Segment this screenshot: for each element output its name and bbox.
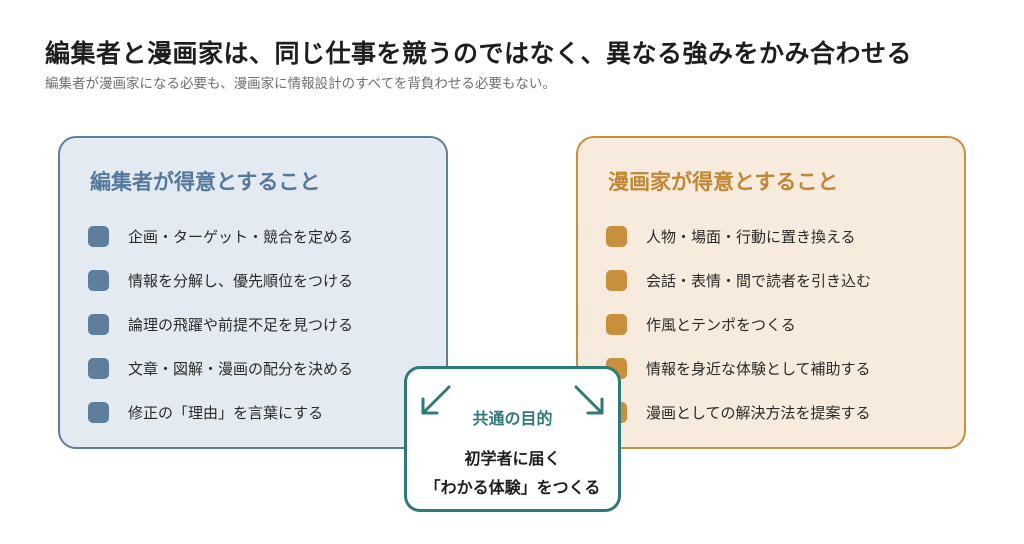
arrow-down-left-icon: [421, 385, 451, 415]
list-item-text: 人物・場面・行動に置き換える: [646, 227, 856, 246]
bullet-square-icon: [88, 225, 109, 247]
page-title: 編集者と漫画家は、同じ仕事を競うのではなく、異なる強みをかみ合わせる: [45, 39, 913, 68]
list-item: 情報を身近な体験として補助する: [606, 346, 871, 390]
bullet-square-icon: [606, 313, 627, 335]
list-item: 人物・場面・行動に置き換える: [606, 214, 871, 258]
list-item-text: 論理の飛躍や前提不足を見つける: [128, 315, 354, 334]
list-item-text: 企画・ターゲット・競合を定める: [128, 227, 354, 246]
common-goal-box: 共通の目的 初学者に届く 「わかる体験」をつくる: [404, 366, 621, 512]
list-item-text: 情報を身近な体験として補助する: [646, 359, 871, 378]
list-item-text: 修正の「理由」を言葉にする: [128, 403, 324, 422]
common-goal-line-2: 「わかる体験」をつくる: [424, 478, 601, 497]
bullet-square-icon: [88, 401, 109, 423]
bullet-square-icon: [606, 225, 627, 247]
list-item: 作風とテンポをつくる: [606, 302, 871, 346]
list-item: 修正の「理由」を言葉にする: [88, 390, 353, 434]
list-item-text: 会話・表情・間で読者を引き込む: [646, 271, 872, 290]
editor-strengths-panel: 編集者が得意とすること 企画・ターゲット・競合を定める 情報を分解し、優先順位を…: [58, 136, 448, 449]
common-goal-heading: 共通の目的: [472, 409, 553, 428]
bullet-square-icon: [88, 357, 109, 379]
list-item: 文章・図解・漫画の配分を決める: [88, 346, 353, 390]
bullet-square-icon: [88, 313, 109, 335]
list-item: 情報を分解し、優先順位をつける: [88, 258, 353, 302]
list-item-text: 文章・図解・漫画の配分を決める: [128, 359, 354, 378]
list-item-text: 漫画としての解決方法を提案する: [646, 403, 871, 422]
common-goal-line-1: 初学者に届く: [464, 449, 561, 468]
list-item: 論理の飛躍や前提不足を見つける: [88, 302, 353, 346]
artist-panel-heading: 漫画家が得意とすること: [608, 170, 839, 194]
artist-strengths-list: 人物・場面・行動に置き換える 会話・表情・間で読者を引き込む 作風とテンポをつく…: [606, 214, 871, 434]
list-item: 会話・表情・間で読者を引き込む: [606, 258, 871, 302]
list-item: 漫画としての解決方法を提案する: [606, 390, 871, 434]
editor-panel-heading: 編集者が得意とすること: [90, 170, 321, 194]
bullet-square-icon: [606, 269, 627, 291]
arrow-down-right-icon: [574, 385, 604, 415]
list-item-text: 作風とテンポをつくる: [646, 315, 796, 334]
editor-strengths-list: 企画・ターゲット・競合を定める 情報を分解し、優先順位をつける 論理の飛躍や前提…: [88, 214, 353, 434]
bullet-square-icon: [88, 269, 109, 291]
list-item-text: 情報を分解し、優先順位をつける: [128, 271, 354, 290]
list-item: 企画・ターゲット・競合を定める: [88, 214, 353, 258]
page-subtitle: 編集者が漫画家になる必要も、漫画家に情報設計のすべてを背負わせる必要もない。: [45, 76, 556, 92]
artist-strengths-panel: 漫画家が得意とすること 人物・場面・行動に置き換える 会話・表情・間で読者を引き…: [576, 136, 966, 449]
